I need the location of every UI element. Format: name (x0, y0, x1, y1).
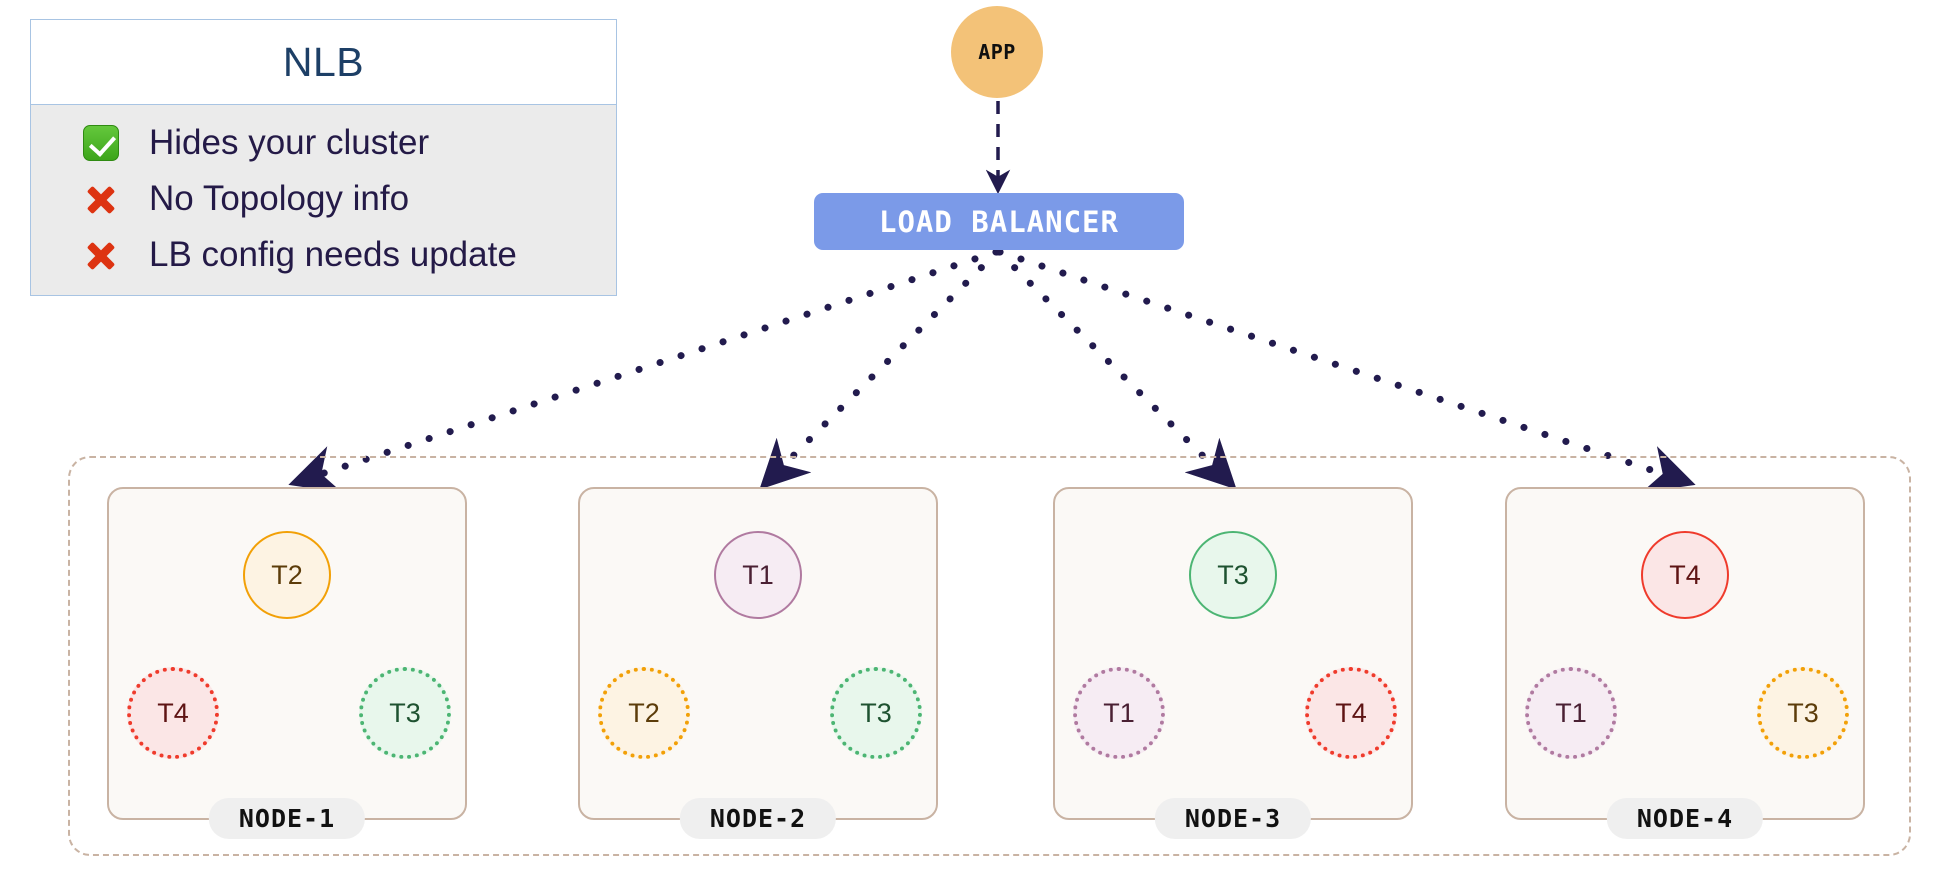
app-node: APP (951, 6, 1043, 98)
node-box: T2 T4 T3 NODE-1 (107, 487, 467, 839)
nlb-legend-card: NLB Hides your cluster No Topology info … (30, 19, 617, 296)
task-replica: T3 (830, 667, 922, 759)
task-replica: T3 (1757, 667, 1849, 759)
list-item-label: No Topology info (149, 179, 410, 218)
node-label: NODE-2 (679, 798, 837, 839)
task-replica: T2 (598, 667, 690, 759)
task-primary: T2 (243, 531, 331, 619)
list-item: Hides your cluster (31, 115, 616, 171)
task-replica: T3 (359, 667, 451, 759)
task-replica: T4 (1305, 667, 1397, 759)
list-item: No Topology info (31, 171, 616, 227)
node-box: T3 T1 T4 NODE-3 (1053, 487, 1413, 839)
arrow-lb-to-node-4 (996, 248, 1696, 493)
node-box: T4 T1 T3 NODE-4 (1505, 487, 1865, 839)
arrow-lb-to-node-3 (995, 248, 1237, 490)
check-icon (79, 125, 123, 161)
list-item-label: Hides your cluster (149, 123, 430, 162)
task-primary: T3 (1189, 531, 1277, 619)
list-item: LB config needs update (31, 227, 616, 283)
node-label: NODE-4 (1606, 798, 1764, 839)
task-primary: T4 (1641, 531, 1729, 619)
cluster-boundary (68, 456, 1911, 856)
arrow-lb-to-node-2 (759, 248, 1001, 490)
node-label: NODE-3 (1154, 798, 1312, 839)
list-item-label: LB config needs update (149, 235, 517, 274)
nlb-title: NLB (31, 20, 616, 105)
cross-icon (79, 180, 123, 218)
node-label: NODE-1 (208, 798, 366, 839)
task-primary: T1 (714, 531, 802, 619)
nlb-legend-list: Hides your cluster No Topology info LB c… (31, 105, 616, 295)
cross-icon (79, 236, 123, 274)
load-balancer-node: LOAD BALANCER (814, 193, 1184, 250)
node-box: T1 T2 T3 NODE-2 (578, 487, 938, 839)
task-replica: T1 (1525, 667, 1617, 759)
task-replica: T1 (1073, 667, 1165, 759)
task-replica: T4 (127, 667, 219, 759)
